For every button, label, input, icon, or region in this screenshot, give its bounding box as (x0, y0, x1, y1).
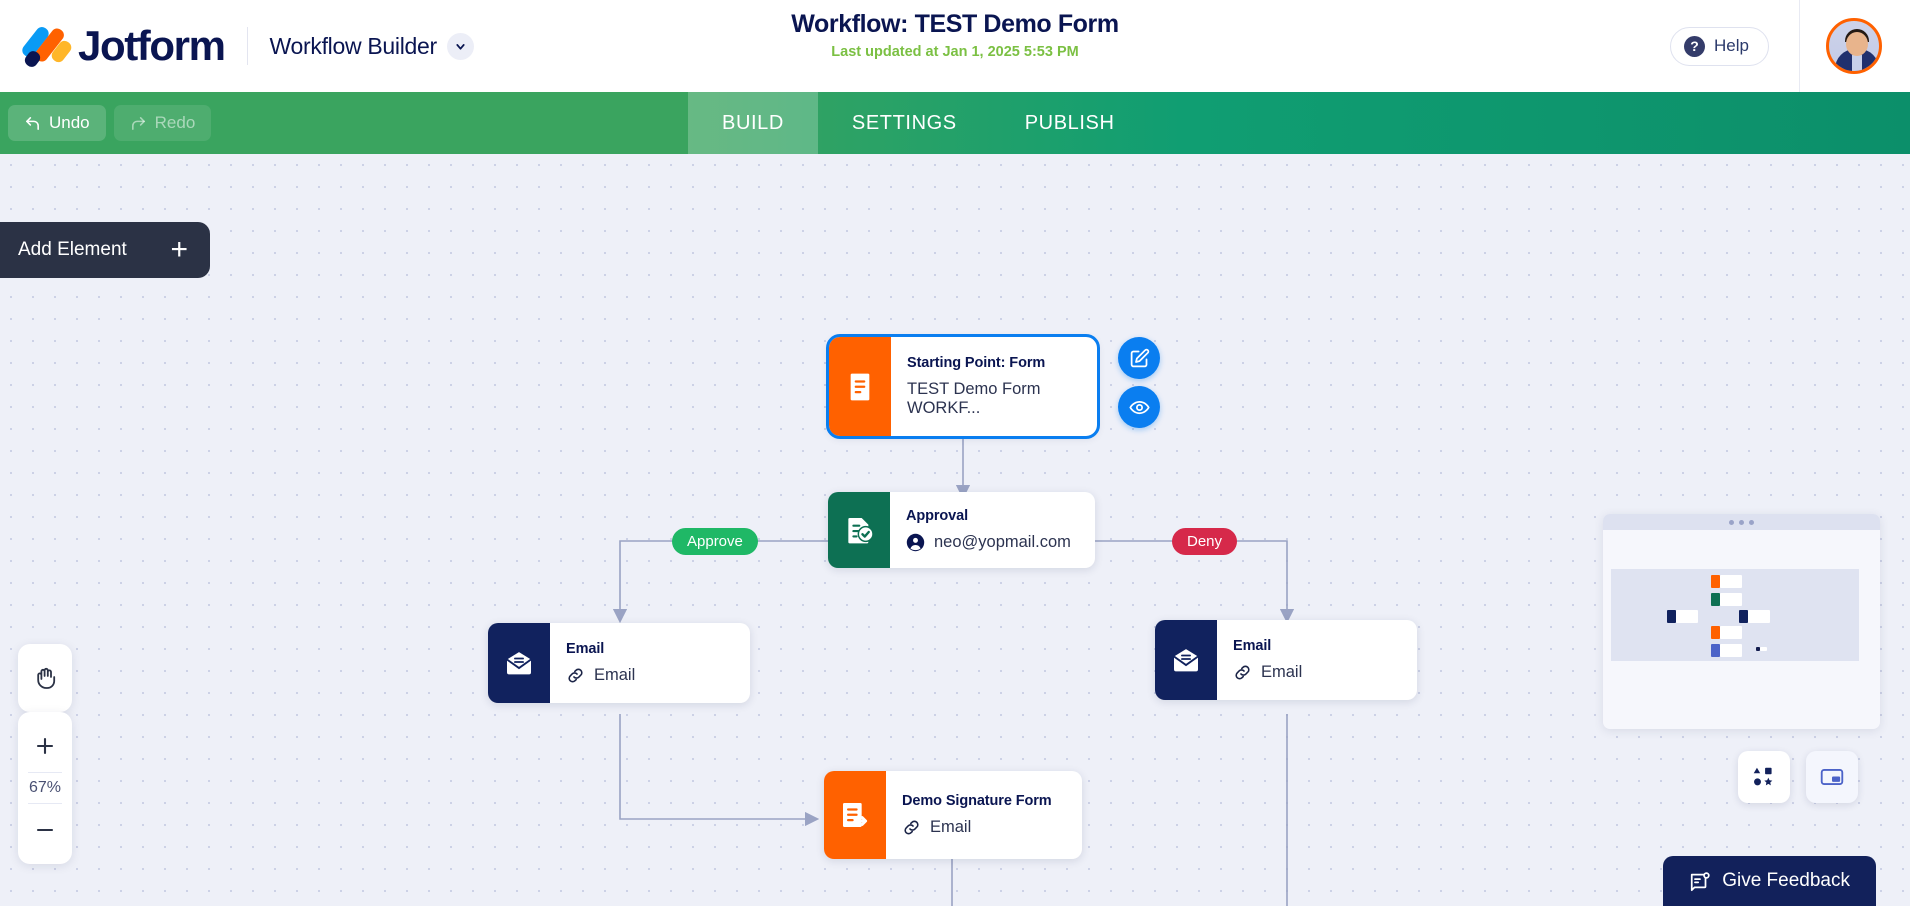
jotform-logo[interactable]: Jotform (0, 22, 226, 70)
node-content: Email Email (1217, 620, 1322, 700)
node-content: Demo Signature Form Email (886, 771, 1072, 859)
avatar[interactable] (1826, 18, 1882, 74)
node-title: Email (1233, 638, 1272, 654)
approval-check-document-icon (828, 492, 890, 568)
node-email-deny-branch[interactable]: Email Email (1155, 620, 1417, 700)
tab-settings[interactable]: SETTINGS (851, 111, 957, 134)
workflow-connectors (612, 436, 1295, 906)
question-mark-icon: ? (1684, 35, 1706, 57)
add-element-button[interactable]: Add Element + (0, 222, 210, 278)
workflow-canvas[interactable]: Add Element + 67% Starting Point: Form T… (0, 154, 1910, 906)
minimap-viewport (1611, 569, 1859, 661)
build-toolbar: Undo Redo BUILD SETTINGS PUBLISH (0, 92, 1910, 154)
hand-pan-icon (37, 667, 56, 689)
help-button[interactable]: ? Help (1670, 26, 1769, 66)
node-content: Approval neo@yopmail.com (890, 492, 1091, 568)
minimap-toggle-icon (1820, 769, 1844, 785)
redo-label: Redo (154, 113, 196, 132)
branch-label-deny[interactable]: Deny (1172, 528, 1238, 555)
add-element-label: Add Element (18, 239, 127, 260)
redo-arrow-icon (131, 116, 145, 130)
undo-label: Undo (49, 113, 90, 132)
chevron-down-icon[interactable] (446, 32, 474, 60)
envelope-icon (488, 623, 550, 703)
tab-build[interactable]: BUILD (688, 92, 818, 154)
minimap-titlebar (1603, 514, 1880, 530)
link-icon (904, 820, 919, 835)
jotform-logo-icon (19, 23, 74, 70)
workflow-builder-dropdown[interactable]: Workflow Builder (269, 32, 474, 60)
form-send-icon (824, 771, 886, 859)
product-label: Workflow Builder (269, 32, 438, 59)
give-feedback-button[interactable]: Give Feedback (1663, 856, 1876, 906)
shapes-button[interactable] (1738, 751, 1790, 803)
redo-button[interactable]: Redo (113, 105, 212, 141)
plus-icon (36, 737, 54, 755)
link-icon (1235, 665, 1250, 680)
node-approval[interactable]: Approval neo@yopmail.com (828, 492, 1095, 568)
minimap-panel[interactable] (1603, 514, 1880, 729)
undo-arrow-icon (26, 116, 39, 130)
app-header: Jotform Workflow Builder Workflow: TEST … (0, 0, 1910, 92)
feedback-card-icon (1691, 872, 1710, 892)
node-email-approve-branch[interactable]: Email Email (488, 623, 750, 703)
node-title: Email (566, 641, 605, 657)
node-title: Demo Signature Form (902, 793, 1052, 809)
header-right-divider (1799, 0, 1800, 92)
node-content: Starting Point: Form TEST Demo Form WORK… (891, 337, 1097, 436)
edit-node-button[interactable] (1118, 337, 1160, 379)
zoom-controls (18, 644, 72, 712)
pan-tool-button[interactable] (18, 652, 72, 704)
node-subtitle: Email (930, 818, 972, 836)
envelope-icon (1155, 620, 1217, 700)
minimap-toggle-button[interactable] (1806, 751, 1858, 803)
tab-publish[interactable]: PUBLISH (1024, 111, 1115, 134)
help-label: Help (1714, 36, 1749, 55)
undo-button[interactable]: Undo (8, 105, 106, 141)
zoom-in-button[interactable] (18, 720, 72, 772)
header-divider (246, 27, 248, 65)
zoom-level-label: 67% (28, 779, 62, 796)
header-right-actions: ? Help (1670, 0, 1910, 92)
node-subtitle: neo@yopmail.com (934, 533, 1071, 551)
zoom-stepper: 67% (18, 712, 72, 864)
feedback-label: Give Feedback (1722, 870, 1850, 891)
link-icon (568, 668, 583, 683)
node-demo-signature-form[interactable]: Demo Signature Form Email (824, 771, 1082, 859)
main-tabs: BUILD SETTINGS PUBLISH (688, 92, 1149, 154)
node-starting-point[interactable]: Starting Point: Form TEST Demo Form WORK… (826, 334, 1100, 439)
zoom-out-button[interactable] (18, 804, 72, 856)
branch-label-approve[interactable]: Approve (672, 528, 758, 555)
eye-icon (1128, 400, 1150, 414)
node-content: Email Email (550, 623, 655, 703)
logo-text: Jotform (78, 22, 226, 69)
preview-node-button[interactable] (1118, 386, 1160, 428)
node-title: Approval (906, 508, 969, 524)
node-title: Starting Point: Form (907, 355, 1046, 371)
node-subtitle: TEST Demo Form WORKF... (907, 380, 1041, 417)
pencil-edit-icon (1130, 348, 1149, 367)
shapes-icon (1753, 767, 1773, 786)
node-subtitle: Email (594, 666, 636, 684)
minus-icon (36, 828, 54, 832)
node-subtitle: Email (1261, 663, 1303, 681)
plus-icon: + (170, 233, 188, 266)
person-icon (906, 533, 925, 552)
form-document-icon (829, 337, 891, 436)
